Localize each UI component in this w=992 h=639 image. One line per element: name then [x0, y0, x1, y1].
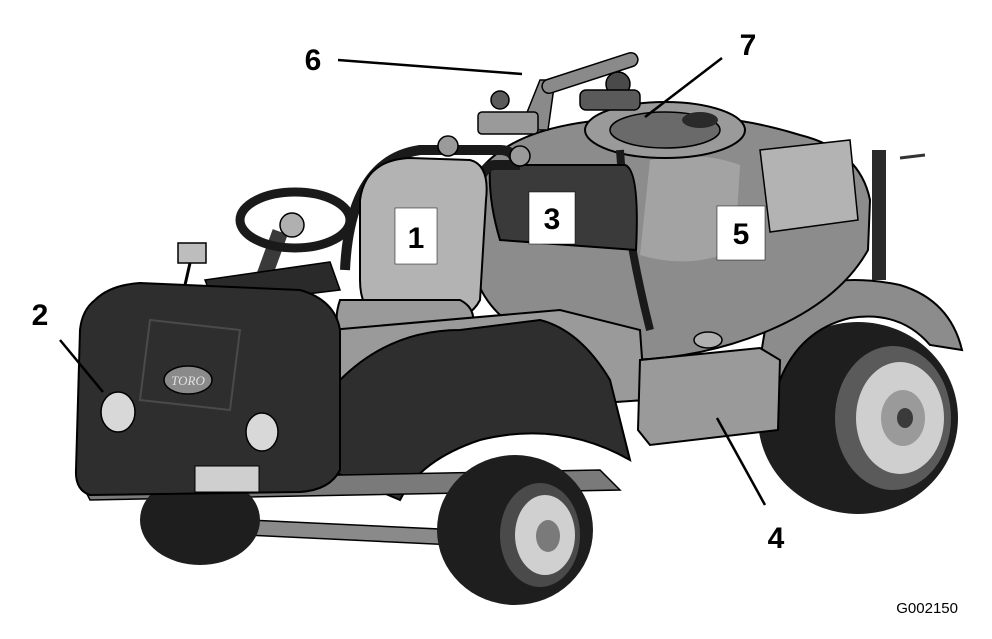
vehicle-illustration: TORO — [74, 51, 964, 605]
callout-boxes: 1 3 5 — [394, 191, 766, 265]
fresh-water-tank — [636, 346, 782, 447]
front-hood: TORO — [74, 281, 341, 497]
rear-bracket — [872, 150, 886, 280]
figure-id: G002150 — [896, 600, 958, 617]
callout-4: 4 — [768, 522, 785, 555]
brand-badge — [163, 365, 213, 395]
tank-rear-panel — [759, 139, 859, 233]
callout-5: 5 — [733, 218, 750, 251]
leader-line-7 — [644, 57, 723, 118]
front-right-tire — [437, 455, 593, 605]
headlight-right — [245, 412, 279, 452]
decal-plate — [194, 465, 260, 493]
headlight-left — [100, 391, 136, 433]
callout-box-1 — [394, 207, 438, 265]
rear-pin — [899, 153, 926, 160]
callout-3: 3 — [544, 203, 561, 236]
leader-line-2 — [59, 339, 104, 393]
frame-cap-left — [437, 135, 459, 157]
mirror-stalk — [183, 262, 192, 286]
leader-line-4 — [715, 417, 767, 506]
rear-tire — [758, 322, 958, 514]
callout-6: 6 — [305, 44, 322, 77]
callout-numbers: 6 7 2 4 — [32, 29, 785, 555]
tank-highlight — [640, 156, 740, 262]
callout-2: 2 — [32, 299, 49, 332]
dash-mirror — [177, 242, 207, 264]
brand-label: TORO — [171, 373, 205, 388]
frame-cap-right — [509, 145, 531, 167]
callout-box-5 — [716, 205, 766, 261]
water-tank-cap — [693, 331, 723, 349]
boom-handle — [477, 51, 641, 135]
tank-cap — [682, 112, 718, 128]
leader-line-6 — [337, 58, 523, 76]
leader-lines — [59, 57, 767, 506]
front-left-tire — [140, 475, 260, 565]
front-fender — [328, 318, 632, 502]
callout-1: 1 — [408, 222, 425, 255]
callout-7: 7 — [740, 29, 757, 62]
callout-box-3 — [528, 191, 576, 245]
